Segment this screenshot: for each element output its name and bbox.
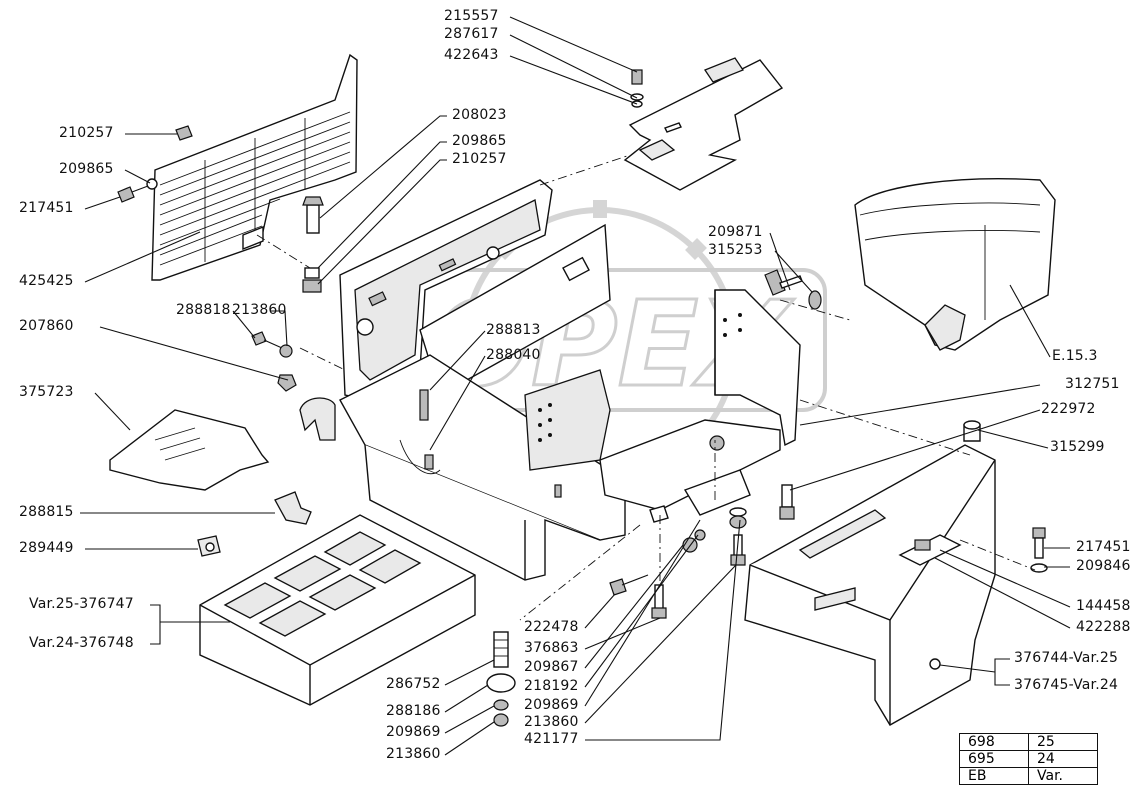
label-288818: 288818 — [176, 302, 231, 318]
bolt-208023 — [302, 196, 324, 293]
table-cell: EB — [959, 767, 1029, 785]
label-213860-mid: 213860 — [524, 714, 579, 730]
hardware-stack-286752 — [486, 631, 516, 727]
label-375723: 375723 — [19, 384, 74, 400]
label-376745-var24: 376745-Var.24 — [1014, 677, 1119, 693]
label-209865-left: 209865 — [59, 161, 114, 177]
label-287617: 287617 — [444, 26, 499, 42]
bolt-376863 — [651, 584, 667, 619]
table-row: 698 25 — [959, 733, 1098, 751]
label-289449: 289449 — [19, 540, 74, 556]
label-376863: 376863 — [524, 640, 579, 656]
bolt-222972 — [779, 484, 795, 520]
label-217451-right: 217451 — [1076, 539, 1131, 555]
label-288040: 288040 — [486, 347, 541, 363]
bolt-222478 — [609, 574, 649, 596]
bolt-217451-left — [117, 178, 158, 203]
label-315253: 315253 — [708, 242, 763, 258]
label-422288: 422288 — [1076, 619, 1131, 635]
counterweight-tray — [199, 514, 476, 706]
label-222478: 222478 — [524, 619, 579, 635]
floor-plate-top — [623, 57, 784, 191]
part-288815 — [274, 491, 312, 525]
label-315299: 315299 — [1050, 439, 1105, 455]
leader-lines — [80, 16, 1071, 756]
label-209846: 209846 — [1076, 558, 1131, 574]
label-209869-mid: 209869 — [524, 697, 579, 713]
radiator-grille — [151, 53, 358, 281]
label-288815: 288815 — [19, 504, 74, 520]
label-288186: 288186 — [386, 703, 441, 719]
label-422643: 422643 — [444, 47, 499, 63]
bolt-315253 — [764, 269, 822, 310]
bracket-small — [649, 435, 751, 523]
label-421177: 421177 — [524, 731, 579, 747]
label-209865-mid: 209865 — [452, 133, 507, 149]
label-222972: 222972 — [1041, 401, 1096, 417]
counterweight-right — [744, 444, 996, 726]
label-376744-var25: 376744-Var.25 — [1014, 650, 1119, 666]
label-425425: 425425 — [19, 273, 74, 289]
bolt-288818 — [251, 331, 293, 358]
label-209867: 209867 — [524, 659, 579, 675]
label-144458: 144458 — [1076, 598, 1131, 614]
table-cell: 698 — [959, 733, 1029, 751]
label-213860-upper: 213860 — [232, 302, 287, 318]
table-cell: Var. — [1028, 767, 1098, 785]
bolt-217451-right — [1030, 527, 1048, 573]
label-207860: 207860 — [19, 318, 74, 334]
table-row: 695 24 — [959, 750, 1098, 768]
stud-315299 — [963, 420, 981, 442]
label-E153: E.15.3 — [1052, 348, 1098, 364]
variant-table: 698 25 695 24 EB Var. — [959, 733, 1098, 785]
main-frame — [299, 179, 801, 581]
label-209869-low: 209869 — [386, 724, 441, 740]
label-217451-left: 217451 — [19, 200, 74, 216]
table-row: EB Var. — [959, 767, 1098, 785]
table-cell: 695 — [959, 750, 1029, 768]
part-289449 — [197, 535, 221, 557]
label-209871: 209871 — [708, 224, 763, 240]
table-cell: 25 — [1028, 733, 1098, 751]
label-312751: 312751 — [1065, 376, 1120, 392]
label-var24-376748: Var.24-376748 — [29, 635, 134, 651]
table-cell: 24 — [1028, 750, 1098, 768]
label-var25-376747: Var.25-376747 — [29, 596, 134, 612]
label-288813: 288813 — [486, 322, 541, 338]
label-286752: 286752 — [386, 676, 441, 692]
label-210257-top: 210257 — [59, 125, 114, 141]
label-215557: 215557 — [444, 8, 499, 24]
label-213860-low: 213860 — [386, 746, 441, 762]
label-210257-mid: 210257 — [452, 151, 507, 167]
label-218192: 218192 — [524, 678, 579, 694]
plate-375723 — [109, 409, 270, 491]
seat — [854, 178, 1056, 351]
label-208023: 208023 — [452, 107, 507, 123]
